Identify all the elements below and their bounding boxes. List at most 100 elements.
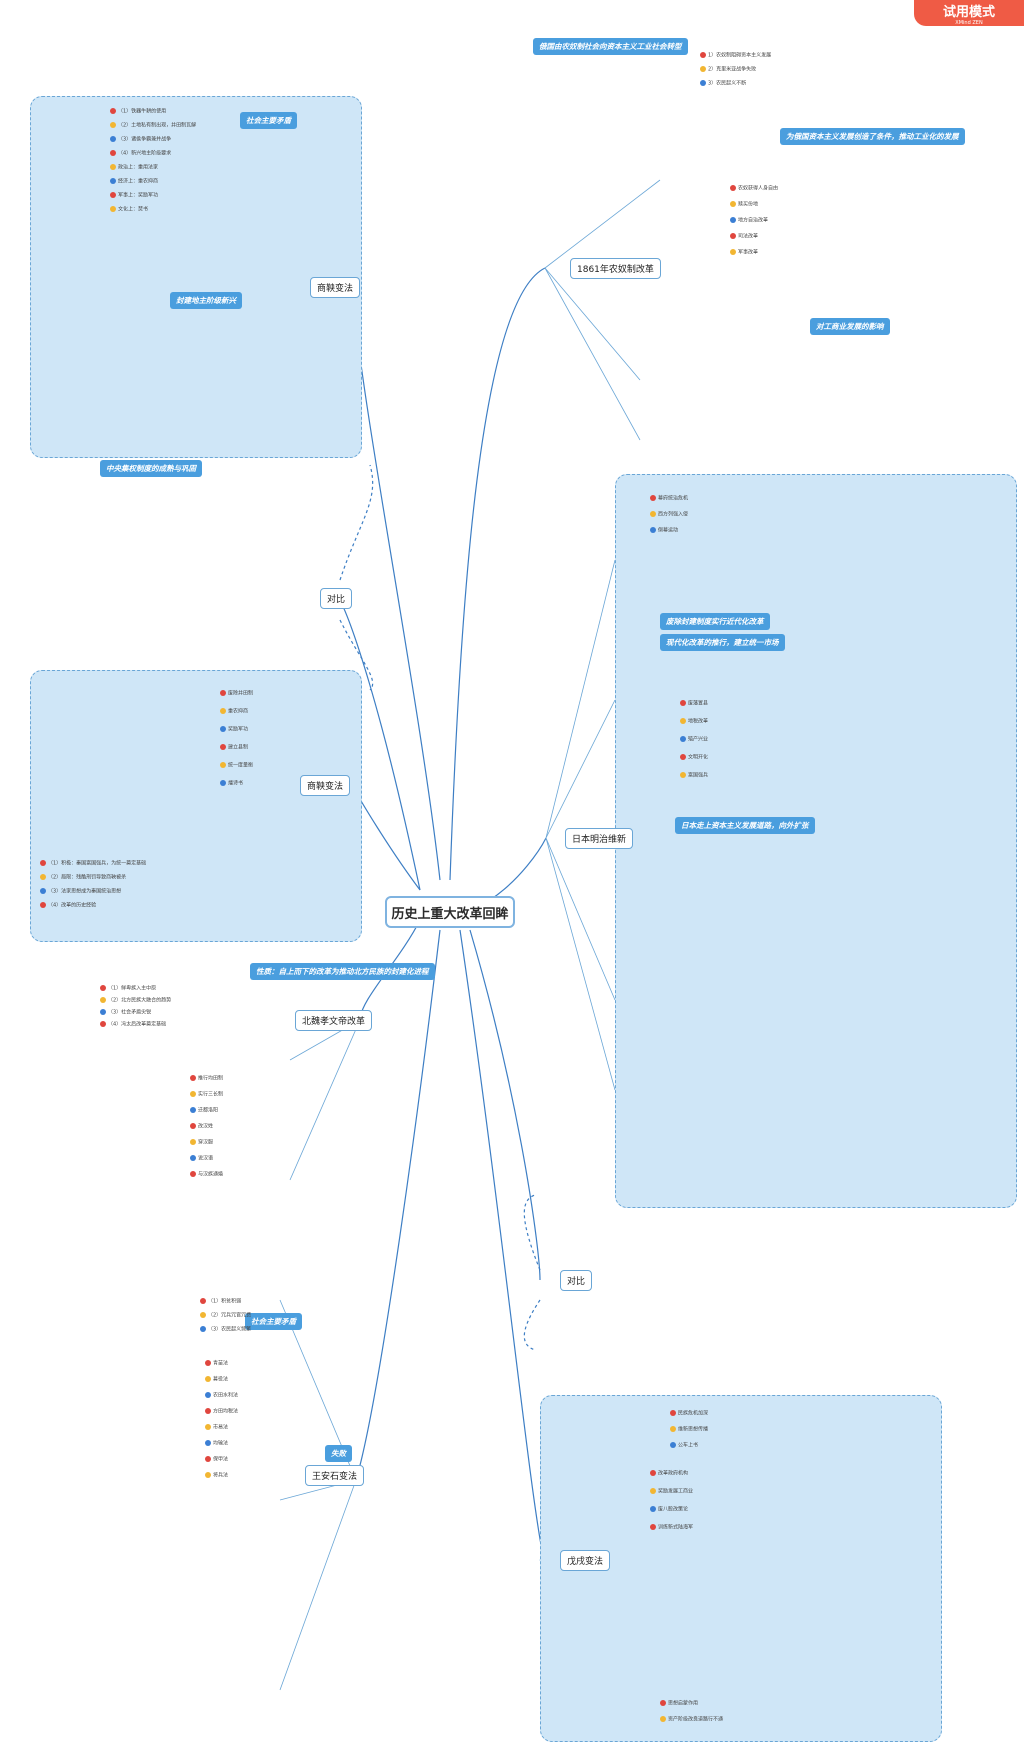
- detail-line: 穿汉服: [190, 1139, 213, 1146]
- detail-line: （1）积极：秦国富国强兵，为统一奠定基础: [40, 860, 146, 867]
- detail-line-text: （2）局限：残酷刑罚导致商鞅被杀: [48, 874, 127, 881]
- detail-line-text: 与汉族通婚: [198, 1171, 224, 1178]
- marker-icon: [40, 874, 46, 880]
- marker-icon: [205, 1408, 211, 1414]
- marker-icon: [730, 185, 736, 191]
- marker-icon: [110, 150, 116, 156]
- detail-line-text: 富国强兵: [688, 772, 709, 779]
- marker-icon: [205, 1440, 211, 1446]
- panel-shangyang-top: [30, 96, 362, 458]
- marker-icon: [190, 1123, 196, 1129]
- detail-line-text: （1）铁器牛耕的使用: [118, 108, 167, 115]
- detail-line: 燔诗书: [220, 780, 243, 787]
- detail-line-text: 重农抑商: [228, 708, 249, 715]
- marker-icon: [40, 888, 46, 894]
- tag-wang: 社会主要矛盾: [245, 1313, 302, 1330]
- detail-line-text: 奖励发展工商业: [658, 1488, 694, 1495]
- detail-line-text: 建立县制: [228, 744, 249, 751]
- detail-line-text: 文化上：焚书: [118, 206, 149, 213]
- detail-line: （2）冗兵冗官冗费: [200, 1312, 251, 1319]
- detail-line: 军事改革: [730, 249, 758, 256]
- detail-line: 保甲法: [205, 1456, 228, 1463]
- detail-line: 1）农奴制阻碍资本主义发展: [700, 52, 771, 59]
- detail-line-text: （3）农民起义频繁: [208, 1326, 252, 1333]
- topic-compare-right[interactable]: 对比: [560, 1270, 593, 1291]
- detail-line-text: 司法改革: [738, 233, 759, 240]
- detail-line-text: （1）积极：秦国富国强兵，为统一奠定基础: [48, 860, 147, 867]
- topic-compare-left[interactable]: 对比: [320, 588, 353, 609]
- topic-shangyang[interactable]: 商鞅变法: [310, 277, 361, 298]
- detail-line: 2）克里米亚战争失败: [700, 66, 756, 73]
- detail-line-text: 军事上：奖励军功: [118, 192, 159, 199]
- detail-line: （3）法家思想成为秦国统治思想: [40, 888, 121, 895]
- marker-icon: [205, 1456, 211, 1462]
- marker-icon: [730, 201, 736, 207]
- marker-icon: [110, 206, 116, 212]
- tag-nongnu-result: 为俄国资本主义发展创造了条件，推动工业化的发展: [780, 128, 965, 145]
- central-topic[interactable]: 历史上重大改革回眸: [385, 896, 515, 928]
- marker-icon: [650, 1470, 656, 1476]
- detail-line-text: 公车上书: [678, 1442, 699, 1449]
- detail-line-text: （4）改革的历史经验: [48, 902, 97, 909]
- detail-line-text: 3）农民起义不断: [708, 80, 747, 87]
- detail-line-text: 资产阶级改良道路行不通: [668, 1716, 724, 1723]
- marker-icon: [670, 1426, 676, 1432]
- detail-line-text: 市易法: [213, 1424, 229, 1431]
- detail-line: （4）新兴地主阶级要求: [110, 150, 171, 157]
- detail-line: （3）诸侯争霸兼并战争: [110, 136, 171, 143]
- detail-line: 奖励军功: [220, 726, 248, 733]
- marker-icon: [205, 1392, 211, 1398]
- marker-icon: [190, 1139, 196, 1145]
- detail-line-text: 青苗法: [213, 1360, 229, 1367]
- detail-line: 推行均田制: [190, 1075, 223, 1082]
- detail-line-text: （2）土地私有制出现，井田制瓦解: [118, 122, 197, 129]
- detail-line: 训练新式陆海军: [650, 1524, 693, 1531]
- detail-line-text: （3）诸侯争霸兼并战争: [118, 136, 172, 143]
- marker-icon: [650, 1524, 656, 1530]
- marker-icon: [205, 1424, 211, 1430]
- detail-line-text: 西方列强入侵: [658, 511, 689, 518]
- detail-line-text: 废除井田制: [228, 690, 254, 697]
- marker-icon: [730, 249, 736, 255]
- marker-icon: [190, 1107, 196, 1113]
- detail-line: （2）局限：残酷刑罚导致商鞅被杀: [40, 874, 126, 881]
- detail-line: 司法改革: [730, 233, 758, 240]
- topic-beiwei[interactable]: 北魏孝文帝改革: [295, 1010, 373, 1031]
- detail-line: 赎买份地: [730, 201, 758, 208]
- topic-meiji[interactable]: 日本明治维新: [565, 828, 634, 849]
- detail-line-text: 地税改革: [688, 718, 709, 725]
- marker-icon: [190, 1091, 196, 1097]
- detail-line: （2）北方民族大融合的趋势: [100, 997, 171, 1004]
- detail-line: 奖励发展工商业: [650, 1488, 693, 1495]
- marker-icon: [700, 66, 706, 72]
- detail-line: 说汉语: [190, 1155, 213, 1162]
- detail-line: （1）铁器牛耕的使用: [110, 108, 166, 115]
- marker-icon: [190, 1155, 196, 1161]
- marker-icon: [700, 52, 706, 58]
- detail-line: 募役法: [205, 1376, 228, 1383]
- detail-line: 3）农民起义不断: [700, 80, 746, 87]
- detail-line-text: 2）克里米亚战争失败: [708, 66, 757, 73]
- detail-line-text: 迁都洛阳: [198, 1107, 219, 1114]
- detail-line-text: 保甲法: [213, 1456, 229, 1463]
- detail-line-text: 1）农奴制阻碍资本主义发展: [708, 52, 772, 59]
- detail-line-text: 穿汉服: [198, 1139, 214, 1146]
- detail-line: 方田均税法: [205, 1408, 238, 1415]
- detail-line: 重农抑商: [220, 708, 248, 715]
- tag-shang-feature: 封建地主阶级新兴: [170, 292, 242, 309]
- topic-wanganshi[interactable]: 王安石变法: [305, 1465, 365, 1486]
- detail-line-text: 将兵法: [213, 1472, 229, 1479]
- topic-wuxu[interactable]: 戊戌变法: [560, 1550, 611, 1571]
- marker-icon: [100, 997, 106, 1003]
- detail-line-text: （1）鲜卑族入主中原: [108, 985, 157, 992]
- tag-shang-nature: 中央集权制度的成熟与巩固: [100, 460, 202, 477]
- trial-mode-badge[interactable]: 试用模式 XMind ZEN: [914, 0, 1024, 26]
- topic-nongnu[interactable]: 1861年农奴制改革: [570, 258, 661, 279]
- detail-line: 地方自治改革: [730, 217, 768, 224]
- tag-nongnu-res2: 对工商业发展的影响: [810, 318, 890, 335]
- topic-shangyang-2[interactable]: 商鞅变法: [300, 775, 351, 796]
- marker-icon: [110, 136, 116, 142]
- detail-line: 均输法: [205, 1440, 228, 1447]
- detail-line: 废除井田制: [220, 690, 253, 697]
- detail-line: 文明开化: [680, 754, 708, 761]
